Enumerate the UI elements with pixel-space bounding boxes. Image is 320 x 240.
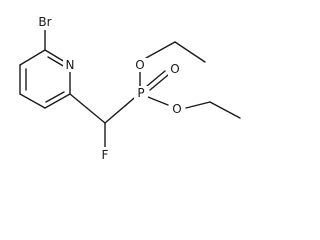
bond-c3-c2 [19,49,46,66]
bond-upper-ch2-ch3 [174,41,206,63]
atom-f: F [102,148,109,162]
pyridine-ring [19,49,71,109]
bond-c5-c4 [19,93,46,109]
bond-lower-ch2-ch3 [209,101,241,119]
bond-o-upper-ch2 [145,41,176,59]
bond-o-lower-ch2 [185,101,211,109]
double-bond-c2-n [47,56,66,68]
bond-c6-ch [69,93,106,124]
atom-labels: Br N F P O O O [33,14,184,163]
atom-p: P [137,86,144,100]
atom-br: Br [38,15,51,29]
bond-p-o-double-a [146,70,166,87]
molecule-drawing: Br N F P O O O [19,14,241,163]
bond-p-o-double-b [149,74,169,91]
structure-diagram: Br N F P O O O [19,14,241,163]
atom-o-double: O [170,62,179,76]
atom-n: N [66,58,75,72]
double-bond-c6-c5 [45,91,65,103]
bond-c6-c5 [44,93,71,109]
atom-o-lower: O [172,102,181,116]
bond-p-o-lower [147,96,169,106]
atom-o-upper: O [135,58,144,72]
